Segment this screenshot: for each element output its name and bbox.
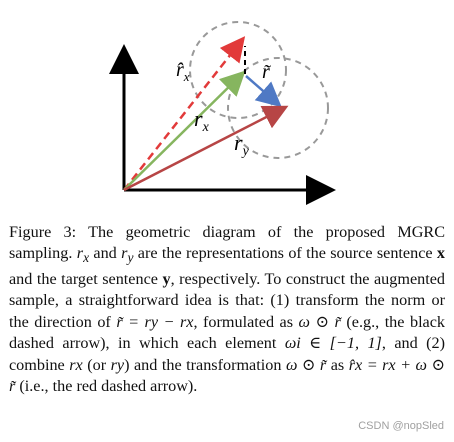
figure-caption: Figure 3: The geometric diagram of the p… — [9, 223, 446, 396]
method-name: MGRC — [397, 223, 445, 241]
label-r-y: ry — [234, 130, 250, 159]
label-r-x: rx — [194, 106, 210, 135]
dashed-circle-right — [227, 57, 329, 159]
dashed-circle-left — [189, 21, 287, 119]
red-dashed-arrow — [123, 36, 246, 191]
darkred-arrow-ry — [123, 105, 289, 192]
label-r-tilde: r̃ — [262, 61, 271, 83]
figure-label: Figure 3: — [9, 223, 77, 241]
green-arrow-rx — [123, 70, 246, 191]
geometric-diagram: r̂x r̃ rx ry — [109, 21, 336, 205]
blue-arrow-rtilde — [245, 75, 282, 108]
label-r-hat-x: r̂x — [176, 59, 190, 84]
watermark: CSDN @nopSled — [358, 420, 444, 432]
